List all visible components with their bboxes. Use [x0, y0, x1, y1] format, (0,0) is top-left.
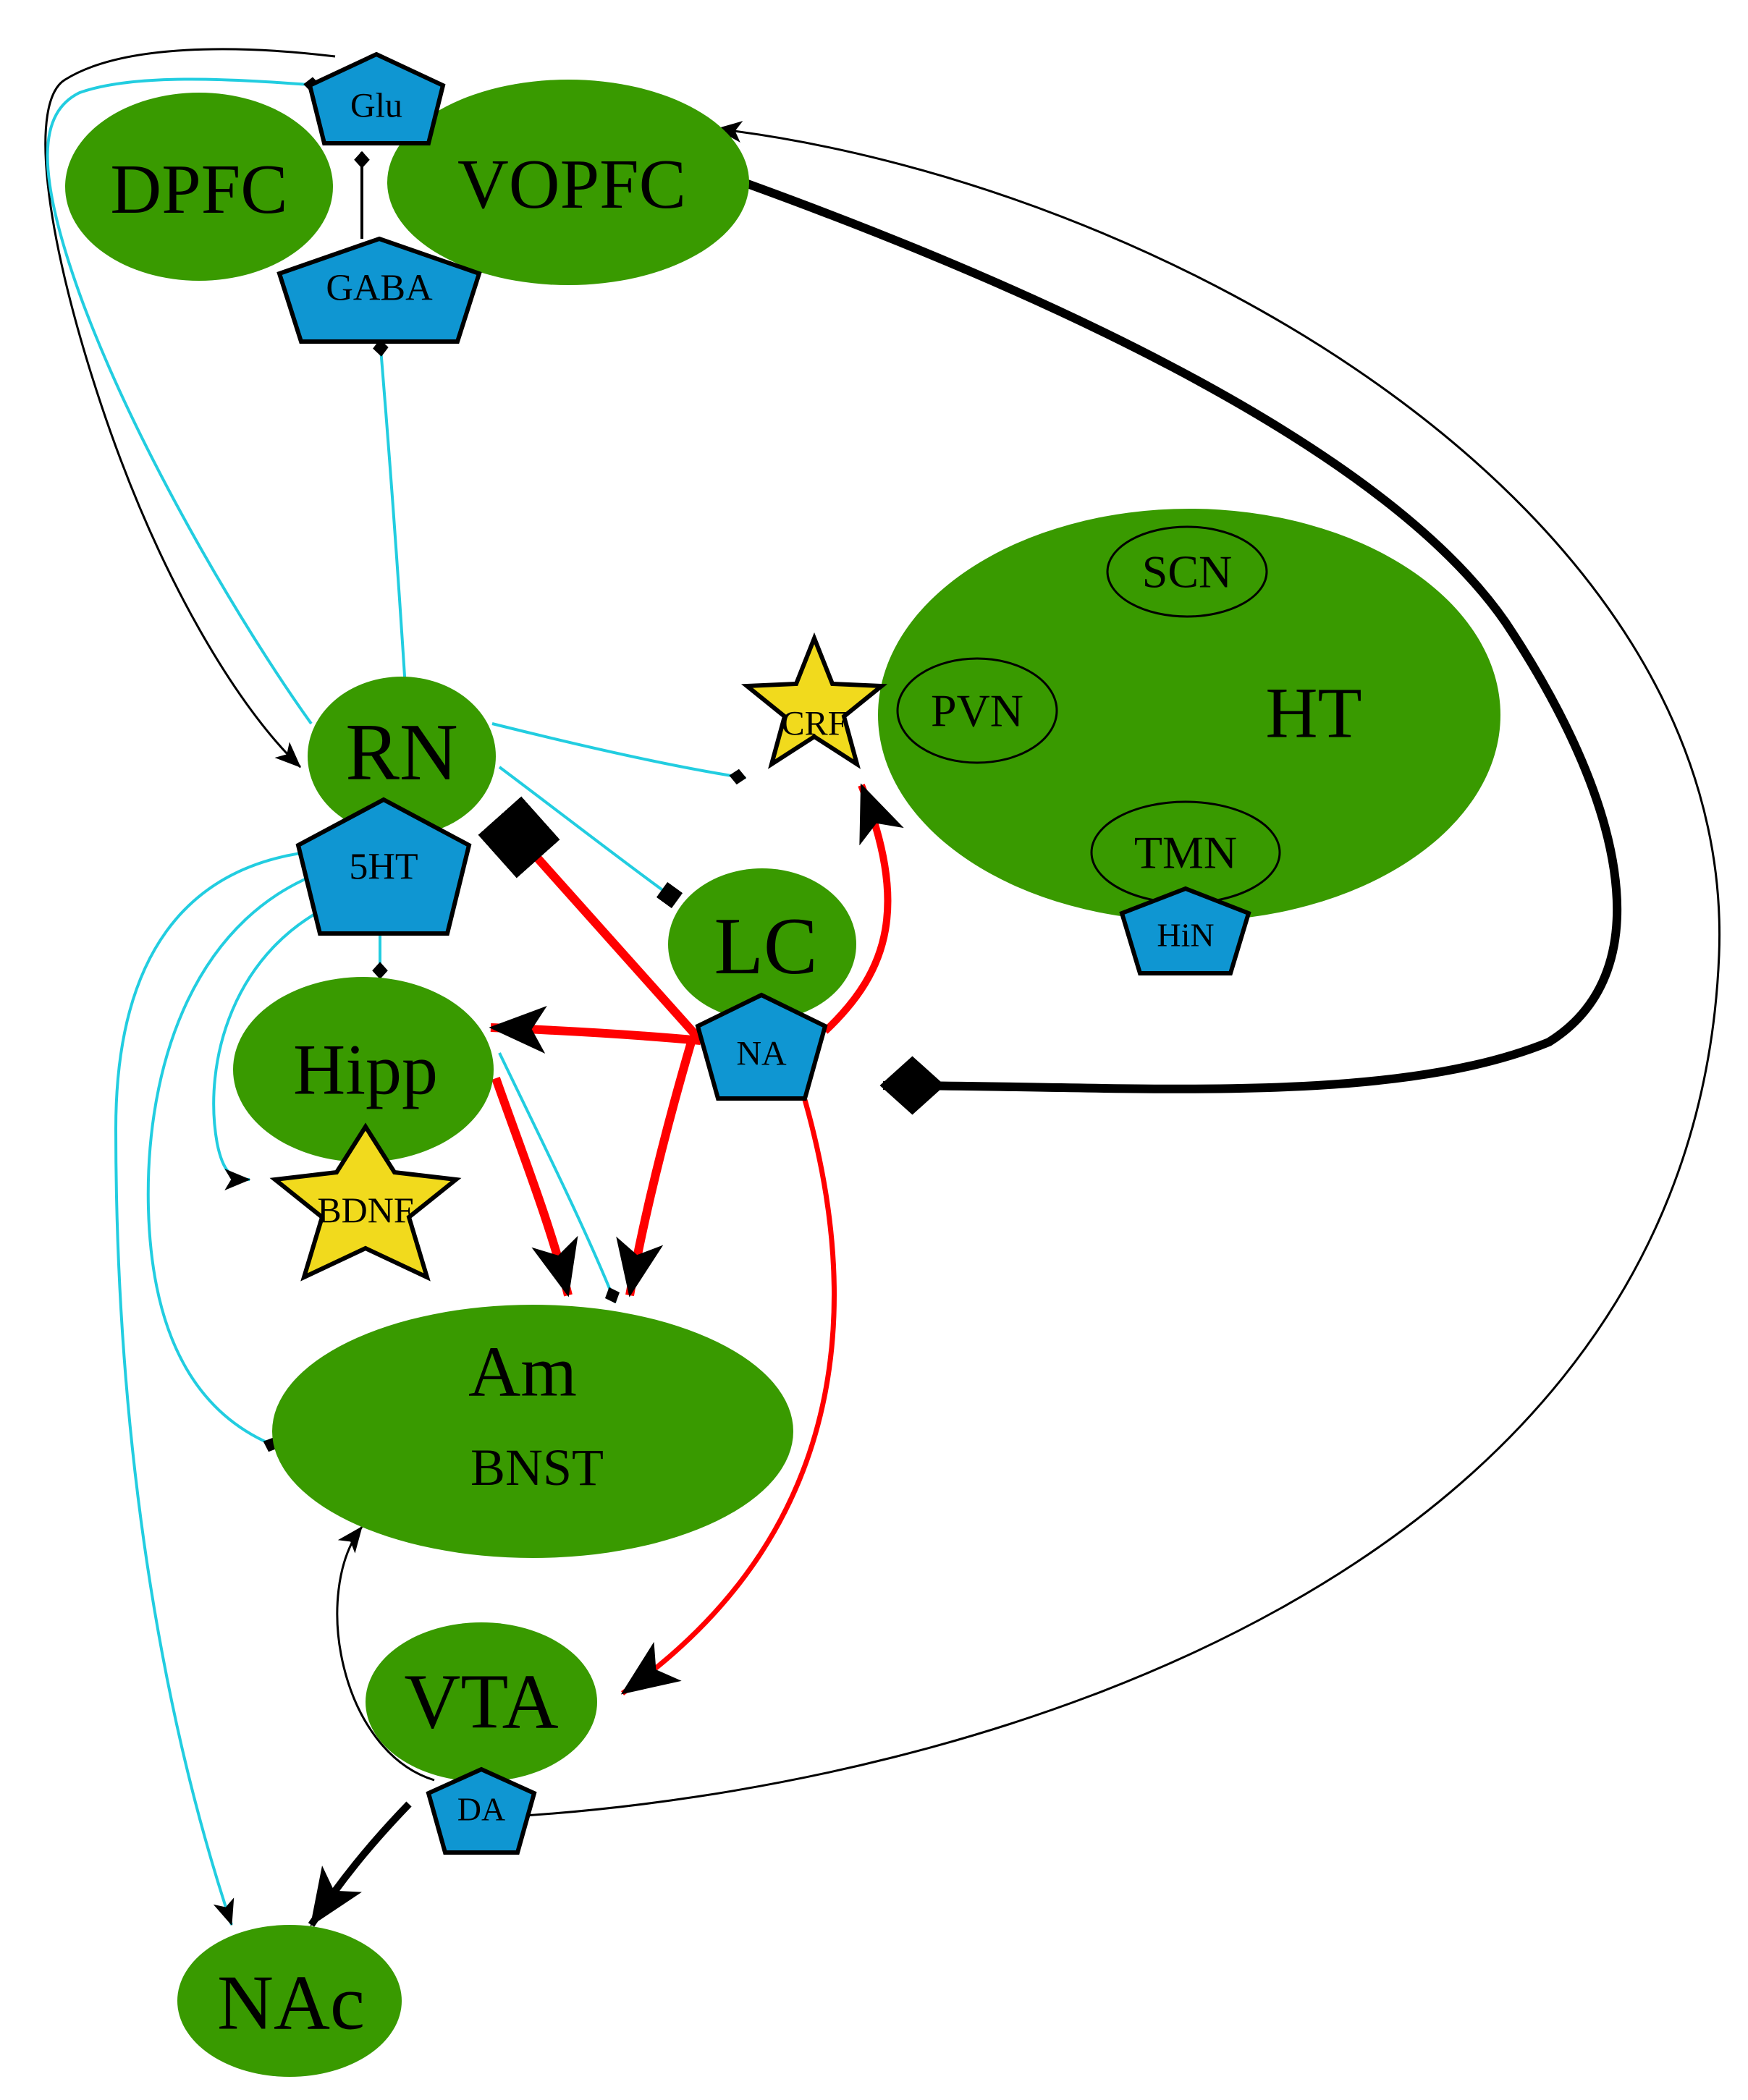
edge-rn-to-gaba — [373, 339, 407, 688]
rn-region — [308, 677, 496, 836]
hipp-region — [233, 977, 494, 1162]
edge-5ht-to-nac — [114, 849, 326, 1926]
edge-na-to-am — [616, 1041, 696, 1297]
edge-rn-to-lc — [498, 766, 683, 909]
edge-5ht-to-bdnf — [212, 899, 341, 1190]
hipp-label: Hipp — [293, 1030, 438, 1110]
da-label: DA — [457, 1791, 505, 1828]
bnst-label: BNST — [470, 1439, 604, 1496]
rn-label: RN — [345, 708, 458, 797]
transmitters-layer: Glu GABA 5HT NA HiN DA — [276, 51, 1251, 1855]
dpfc-label: DPFC — [110, 151, 287, 229]
gaba-pentagon — [276, 236, 482, 344]
gaba-label: GABA — [326, 268, 433, 309]
edge-da-to-nac — [308, 1801, 412, 1927]
pvn-label: PVN — [931, 685, 1023, 737]
vopfc-region — [387, 80, 749, 285]
edge-5ht-to-am — [146, 867, 334, 1452]
nac-region — [177, 1925, 402, 2077]
factors-layer: CRF BDNF — [269, 632, 888, 1282]
vta-label: VTA — [404, 1659, 558, 1745]
glu-pentagon — [307, 51, 446, 145]
scn-label: SCN — [1142, 546, 1233, 598]
edge-na-to-hipp — [489, 1006, 701, 1054]
edge-da-to-am — [336, 1526, 435, 1782]
edge-da-to-vopfc — [513, 121, 1720, 1818]
scn-nucleus — [1106, 525, 1268, 618]
edge-glu-to-rn — [44, 48, 336, 769]
5ht-pentagon — [295, 797, 472, 936]
na-pentagon — [695, 992, 828, 1101]
edge-hipp-red-to-am — [491, 1077, 578, 1297]
edge-rn-to-glu — [46, 77, 321, 725]
crf-label: CRF — [782, 705, 848, 743]
ht-region — [878, 509, 1500, 921]
edge-na-to-5ht — [478, 796, 704, 1044]
da-pentagon — [426, 1766, 537, 1855]
nac-label: NAc — [217, 1960, 365, 2046]
pvn-nucleus — [896, 657, 1058, 764]
edges-layer — [44, 48, 1720, 1927]
na-label: NA — [736, 1035, 787, 1073]
region-labels-layer: DPFC VOPFC HT SCN PVN TMN RN LC Hipp Am … — [110, 145, 1361, 2046]
dpfc-region — [65, 93, 333, 281]
hin-pentagon — [1119, 886, 1251, 975]
lc-region — [668, 868, 856, 1020]
bdnf-star — [269, 1122, 462, 1282]
am-label: Am — [468, 1331, 577, 1412]
lc-label: LC — [714, 902, 817, 991]
regions-layer — [65, 80, 1500, 2077]
edge-hipp-to-am — [498, 1052, 620, 1304]
tmn-label: TMN — [1134, 827, 1237, 878]
ht-label: HT — [1265, 673, 1361, 753]
am-region — [272, 1305, 793, 1558]
5ht-label: 5HT — [349, 847, 418, 888]
edge-na-to-vta — [620, 1099, 837, 1695]
glu-label: Glu — [350, 87, 402, 125]
edge-rn-to-crf — [491, 722, 747, 785]
bdnf-label: BDNF — [317, 1190, 413, 1230]
hin-label: HiN — [1157, 917, 1214, 954]
vta-region — [366, 1622, 597, 1782]
crf-star — [740, 632, 888, 769]
edge-na-to-crf — [822, 783, 904, 1034]
edge-vopfc-to-na — [743, 179, 1622, 1115]
vopfc-label: VOPFC — [457, 145, 686, 224]
